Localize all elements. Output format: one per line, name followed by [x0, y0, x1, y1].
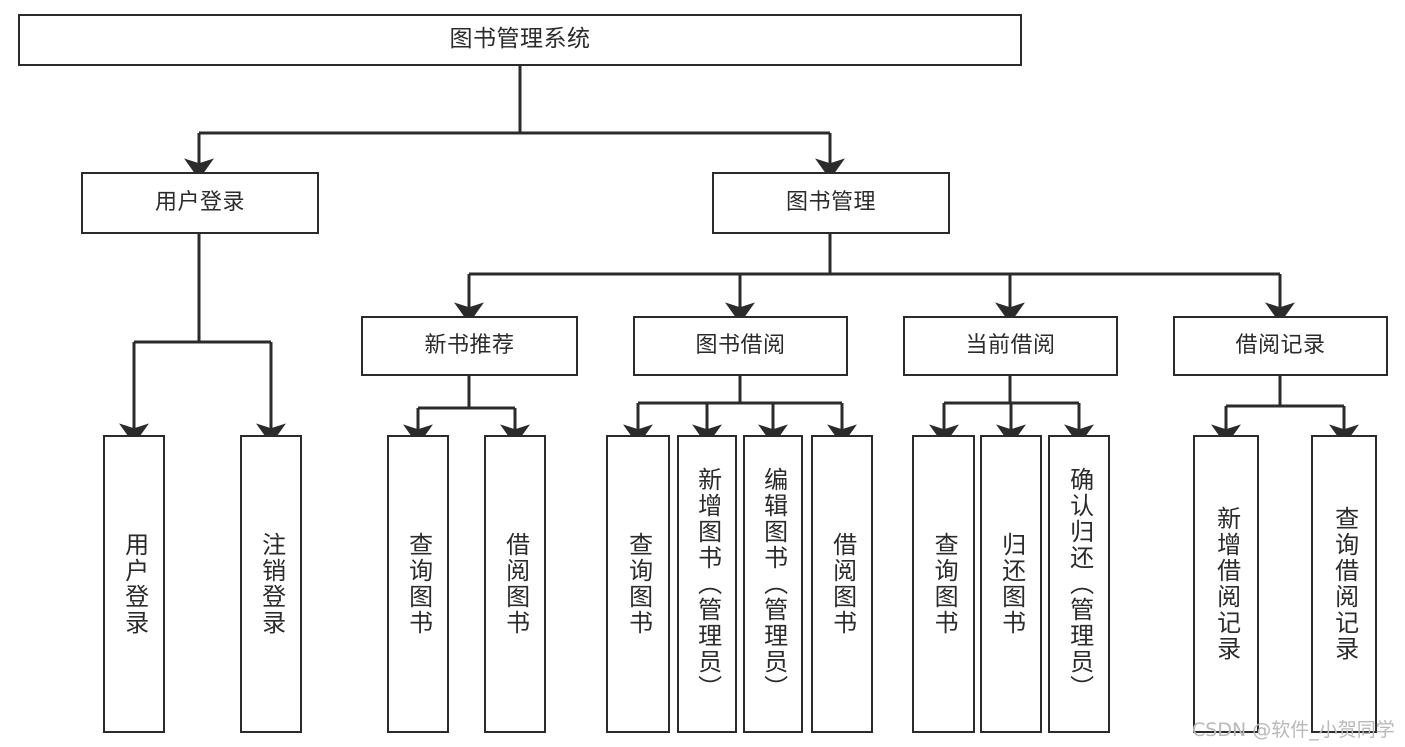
node-label: 查询图书 — [404, 532, 433, 636]
node-label: 确认归还（管理员） — [1065, 467, 1094, 701]
node-label: 新书推荐 — [424, 333, 515, 359]
leaf-query-borrow-record[interactable]: 查询借阅记录 — [1311, 435, 1377, 733]
node-book-borrow[interactable]: 图书借阅 — [633, 316, 848, 376]
node-label: 图书借阅 — [695, 333, 786, 359]
node-label: 图书管理 — [785, 190, 876, 216]
node-root-book-management-system[interactable]: 图书管理系统 — [18, 14, 1022, 66]
csdn-watermark: CSDN @软件_小贺同学 — [1192, 719, 1395, 741]
leaf-confirm-return-admin[interactable]: 确认归还（管理员） — [1048, 435, 1110, 733]
node-label: 归还图书 — [997, 532, 1026, 636]
leaf-add-borrow-record[interactable]: 新增借阅记录 — [1193, 435, 1259, 733]
leaf-user-login[interactable]: 用户登录 — [103, 435, 165, 733]
node-label: 注销登录 — [257, 532, 286, 636]
leaf-borrow-book-new[interactable]: 借阅图书 — [484, 435, 546, 733]
node-label: 新增借阅记录 — [1212, 506, 1241, 662]
node-label: 新增图书（管理员） — [693, 467, 722, 701]
node-label: 查询图书 — [930, 532, 959, 636]
node-current-borrow[interactable]: 当前借阅 — [903, 316, 1118, 376]
node-label: 借阅图书 — [828, 532, 857, 636]
leaf-return-book[interactable]: 归还图书 — [980, 435, 1042, 733]
node-new-book-recommend[interactable]: 新书推荐 — [361, 316, 578, 376]
leaf-query-book-current[interactable]: 查询图书 — [912, 435, 975, 733]
leaf-borrow-book[interactable]: 借阅图书 — [811, 435, 873, 733]
node-label: 用户登录 — [154, 190, 245, 216]
leaf-query-book-new[interactable]: 查询图书 — [387, 435, 449, 733]
node-label: 编辑图书（管理员） — [759, 467, 788, 701]
node-label: 图书管理系统 — [449, 26, 591, 53]
leaf-query-book-borrow[interactable]: 查询图书 — [606, 435, 670, 733]
node-label: 当前借阅 — [965, 333, 1056, 359]
node-label: 借阅记录 — [1235, 333, 1326, 359]
node-book-management[interactable]: 图书管理 — [712, 172, 950, 234]
leaf-logout[interactable]: 注销登录 — [240, 435, 302, 733]
node-borrow-record[interactable]: 借阅记录 — [1173, 316, 1388, 376]
leaf-add-book-admin[interactable]: 新增图书（管理员） — [677, 435, 737, 733]
node-label: 查询图书 — [624, 532, 653, 636]
node-label: 查询借阅记录 — [1330, 506, 1359, 662]
node-label: 用户登录 — [120, 532, 149, 636]
node-user-login[interactable]: 用户登录 — [81, 172, 319, 234]
node-label: 借阅图书 — [501, 532, 530, 636]
leaf-edit-book-admin[interactable]: 编辑图书（管理员） — [743, 435, 803, 733]
